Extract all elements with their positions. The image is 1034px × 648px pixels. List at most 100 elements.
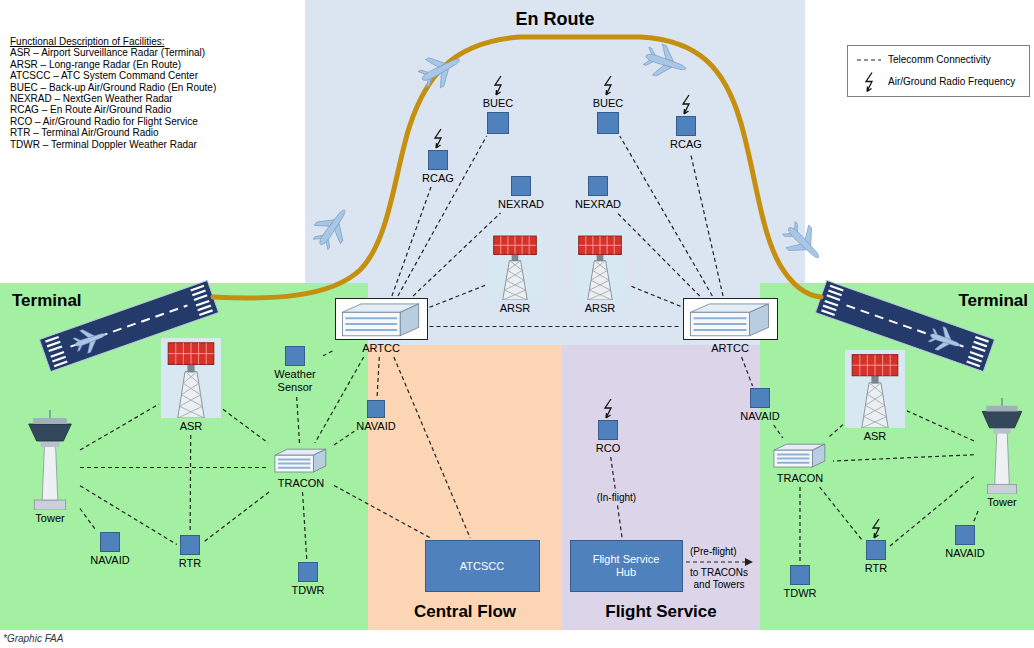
- facility-node: BUEC: [593, 97, 624, 134]
- telecomm-link: [611, 457, 622, 538]
- facility-node: TDWR: [292, 562, 325, 597]
- region-heading: Terminal: [12, 291, 82, 311]
- node-label: RTR: [179, 557, 201, 570]
- facility-description: ASR – Airport Surveillance Radar (Termin…: [10, 47, 205, 58]
- facility-node: RTR: [865, 540, 887, 575]
- cab-band: [993, 428, 1011, 434]
- region-band: Central FlowATCSCC: [368, 345, 562, 630]
- node-label: RCAG: [422, 172, 454, 185]
- lattice-bracing: [178, 372, 204, 418]
- flow-note: to TRACONs and Towers: [688, 567, 750, 591]
- sky-backdrop: [845, 350, 905, 428]
- label-holder: ASR – Airport Surveillance Radar (Termin…: [10, 47, 205, 58]
- process-box: ATCSCC: [425, 540, 540, 592]
- node-label: NEXRAD: [498, 198, 544, 211]
- antenna-mast: [49, 410, 50, 418]
- artcc-icon: [683, 298, 778, 340]
- telecomm-link: [430, 326, 681, 327]
- facility-square: [487, 112, 509, 134]
- node-label: ARSR: [585, 302, 616, 315]
- tracon-node: TRACON: [769, 440, 831, 485]
- facility-description: RTR – Terminal Air/Ground Radio: [10, 127, 159, 138]
- facility-square: [428, 150, 448, 170]
- radio-symbol: [683, 95, 689, 114]
- radar-pedestal: [597, 254, 604, 261]
- radio-symbol: [605, 76, 611, 95]
- edge-label-holder: (In-flight): [595, 492, 638, 504]
- antenna-grid: [494, 236, 537, 254]
- building-side: [313, 449, 325, 472]
- facility-square: [750, 388, 770, 408]
- facility-square: [597, 112, 619, 134]
- region-band: En RouteRCAGBUECBUECRCAGNEXRADNEXRADARSR…: [305, 0, 805, 345]
- label-holder: ATCSCC – ATC System Command Center: [10, 70, 198, 81]
- facility-description: RCAG – En Route Air/Ground Radio: [10, 104, 171, 115]
- telecomm-link: [742, 357, 753, 386]
- building-side: [749, 304, 768, 336]
- telecomm-link: [303, 492, 307, 560]
- legend-sample: [856, 50, 882, 70]
- telecomm-link: [907, 411, 974, 441]
- runway-centerline: [71, 305, 188, 346]
- telecomm-link: [334, 485, 431, 538]
- radar-antenna: [579, 236, 622, 254]
- tracon-icon: [270, 445, 332, 475]
- facility-node: NEXRAD: [575, 176, 621, 211]
- legend-text: Air/Ground Radio Frequency: [888, 76, 1015, 88]
- building-front: [342, 312, 400, 336]
- facility-square: [790, 565, 810, 585]
- radio-symbol: [435, 129, 441, 148]
- tower-node: Tower: [22, 410, 78, 525]
- artcc-icon: [335, 298, 428, 340]
- lattice-tower: [503, 261, 528, 300]
- facility-description: ATCSCC – ATC System Command Center: [10, 70, 198, 81]
- legend-box: Telecomm ConnectivityAir/Ground Radio Fr…: [847, 45, 1030, 97]
- airplane: [415, 46, 467, 94]
- facility-node: NAVAID: [90, 532, 129, 567]
- telecomm-link: [973, 511, 978, 523]
- label-holder: RCO – Air/Ground Radio for Flight Servic…: [10, 116, 198, 127]
- label-holder: ARSR – Long-range Radar (En Route): [10, 59, 181, 70]
- telecomm-link: [620, 136, 713, 296]
- tracon-icon: [769, 440, 831, 470]
- label-holder: BUEC – Back-up Air/Ground Radio (En Rout…: [10, 82, 216, 93]
- telecomm-link: [323, 351, 333, 356]
- radar-node: ARSR: [572, 232, 628, 315]
- facility-node: Weather Sensor: [269, 346, 321, 394]
- radar-antenna: [852, 355, 898, 376]
- antenna-mast: [1001, 398, 1002, 406]
- runway-surface: [815, 280, 994, 371]
- label-holder: TDWR – Terminal Doppler Weather Radar: [10, 139, 197, 150]
- radar-pedestal: [512, 254, 519, 261]
- label-holder: NEXRAD – NextGen Weather Radar: [10, 93, 173, 104]
- facility-square: [955, 525, 975, 545]
- telecomm-link: [413, 213, 500, 296]
- icon-frame: [683, 299, 777, 340]
- telecomm-link: [190, 435, 192, 533]
- node-label: BUEC: [483, 97, 514, 110]
- node-label: NAVAID: [740, 410, 779, 423]
- facility-node: RCAG: [670, 116, 702, 151]
- radar-antenna: [494, 236, 537, 254]
- facility-square: [180, 535, 200, 555]
- facility-description: Functional Description of Facilities:: [10, 36, 165, 47]
- radar-icon: [487, 232, 543, 300]
- region-band: TerminalTowerASRWeather SensorTRACONNAVA…: [0, 283, 368, 630]
- node-label: RCAG: [670, 138, 702, 151]
- facility-node: NEXRAD: [498, 176, 544, 211]
- label-holder: RTR – Terminal Air/Ground Radio: [10, 127, 159, 138]
- tower-shaft: [42, 446, 58, 500]
- label-holder: Functional Description of Facilities:: [10, 36, 165, 47]
- building-front: [690, 312, 749, 336]
- box-text: ATCSCC: [460, 560, 504, 573]
- telecomm-link: [377, 357, 379, 398]
- node-label: RTR: [865, 562, 887, 575]
- facility-square: [298, 562, 318, 582]
- sky-backdrop: [487, 232, 543, 300]
- facility-description: RCO – Air/Ground Radio for Flight Servic…: [10, 116, 198, 127]
- airplane: [778, 217, 830, 269]
- radio-symbol: [873, 519, 879, 538]
- telecomm-link: [394, 357, 470, 538]
- tower-base: [987, 484, 1016, 494]
